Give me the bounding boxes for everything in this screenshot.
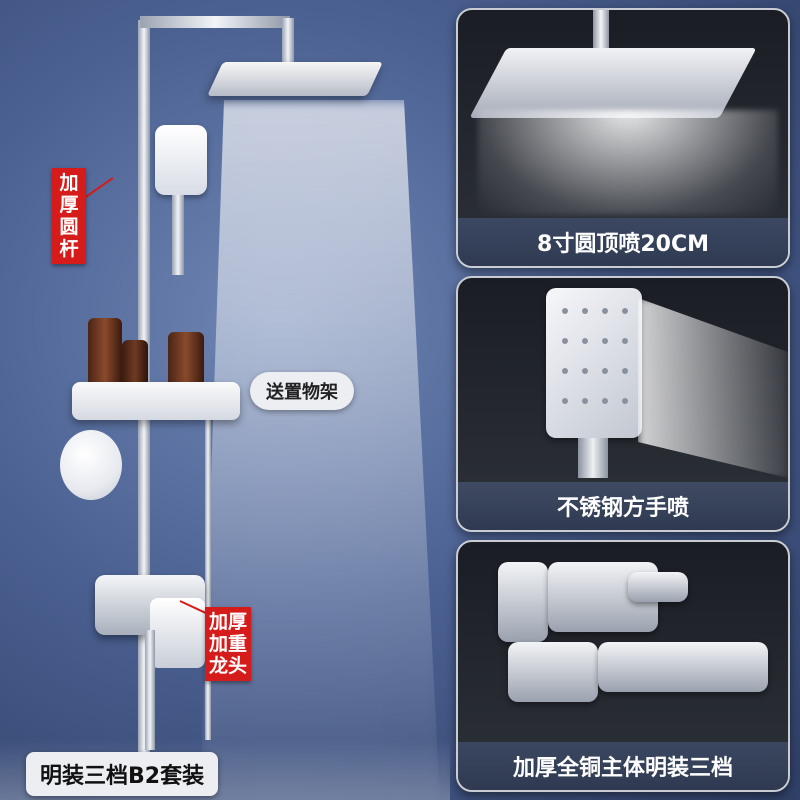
- nozzle-dot: [562, 308, 568, 314]
- valve-pipe-right: [598, 642, 768, 692]
- panel-caption-valve: 加厚全铜主体明装三档: [458, 742, 788, 790]
- shelf-gift-label: 送置物架: [250, 372, 354, 410]
- nozzle-dot: [602, 308, 608, 314]
- valve-diverter: [498, 562, 548, 642]
- head-arm: [282, 18, 294, 68]
- nozzle-dot: [582, 308, 588, 314]
- bath-sponge: [60, 430, 122, 500]
- shower-spray: [478, 110, 778, 215]
- nozzle-dot: [582, 338, 588, 344]
- hand-shower-handle: [172, 195, 184, 275]
- shower-arm: [593, 10, 609, 52]
- panel-valve-body: 加厚全铜主体明装三档: [456, 540, 790, 792]
- hand-shower-plate: [546, 288, 642, 438]
- square-shower-head: [469, 48, 757, 118]
- nozzle-dot: [582, 368, 588, 374]
- nozzle-dot: [622, 398, 628, 404]
- hose: [205, 420, 211, 740]
- thick-faucet-tag: 加厚加重龙头: [205, 607, 251, 681]
- rain-spray: [200, 100, 440, 800]
- nozzle-dot: [582, 398, 588, 404]
- shower-system-photo: 加厚圆杆 加厚加重龙头 送置物架 明装三档B2套装: [0, 16, 450, 800]
- nozzle-dot: [562, 398, 568, 404]
- bottle-1: [88, 318, 122, 390]
- top-arm: [140, 16, 290, 28]
- spout: [145, 630, 155, 750]
- bundle-label: 明装三档B2套装: [26, 752, 219, 796]
- nozzle-dot: [562, 338, 568, 344]
- nozzle-dot: [602, 368, 608, 374]
- panel-overhead-shower: 8寸圆顶喷20CM: [456, 8, 790, 268]
- nozzle-dot: [602, 398, 608, 404]
- nozzle-dot: [622, 368, 628, 374]
- nozzle-dot: [602, 338, 608, 344]
- hand-shower-spray: [638, 298, 788, 478]
- panel-hand-shower: 不锈钢方手喷: [456, 276, 790, 532]
- nozzle-dot: [622, 308, 628, 314]
- storage-shelf: [72, 382, 240, 420]
- hand-shower-head: [155, 125, 207, 195]
- valve-lever: [628, 572, 688, 602]
- hand-shower-neck: [578, 438, 608, 478]
- panel-caption-overhead: 8寸圆顶喷20CM: [458, 218, 788, 266]
- panel-caption-hand: 不锈钢方手喷: [458, 482, 788, 530]
- nozzle-dot: [622, 338, 628, 344]
- overhead-shower-head: [207, 62, 383, 96]
- thick-pole-tag: 加厚圆杆: [52, 168, 86, 264]
- valve-pipe-left: [508, 642, 598, 702]
- nozzle-dot: [562, 368, 568, 374]
